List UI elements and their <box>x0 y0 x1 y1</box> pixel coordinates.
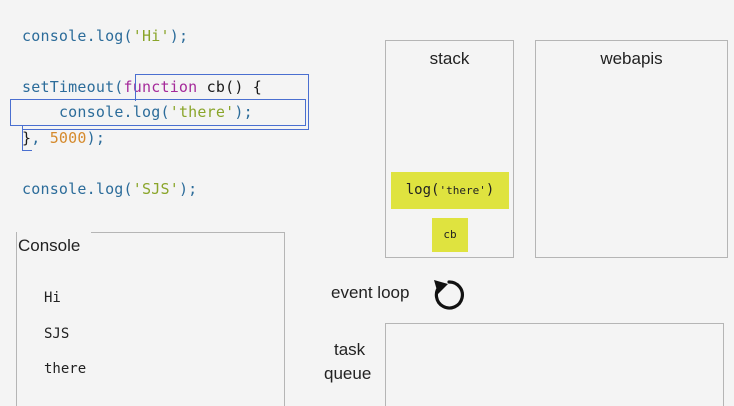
stack-frame-cb: cb <box>432 218 468 252</box>
callback-highlight-right <box>308 74 309 130</box>
webapis-panel: webapis <box>535 40 728 258</box>
frame-arg: 'there' <box>439 184 486 197</box>
task-queue-label-2: queue <box>324 364 372 383</box>
callback-highlight-bottom <box>22 129 309 130</box>
code-line-2: setTimeout(function cb() { <box>22 78 262 96</box>
code-line-5: console.log('SJS'); <box>22 180 197 198</box>
task-queue-label-1: task <box>334 340 366 359</box>
stack-title: stack <box>429 49 470 68</box>
console-line: there <box>44 361 87 377</box>
callback-highlight-top <box>135 74 309 101</box>
code-token: ); <box>86 129 106 147</box>
frame-call: log( <box>405 182 440 198</box>
refresh-loop-icon <box>434 280 464 310</box>
console-line: Hi <box>44 290 61 306</box>
event-loop-label: event loop <box>331 283 410 302</box>
current-line-highlight <box>10 99 306 126</box>
code-token: cb() { <box>197 78 263 96</box>
code-number: 5000 <box>49 129 87 147</box>
code-string: 'SJS' <box>132 180 179 198</box>
code-token: setTimeout( <box>22 78 124 96</box>
code-string: 'Hi' <box>132 27 170 45</box>
console-top-border <box>91 232 285 233</box>
code-line-1: console.log('Hi'); <box>22 27 188 45</box>
callback-highlight-brace <box>22 125 32 151</box>
code-keyword: function <box>123 78 198 96</box>
code-token: ); <box>178 180 198 198</box>
code-line-3: console.log('there'); <box>22 103 253 121</box>
code-token: console.log( <box>22 27 133 45</box>
console-title: Console <box>18 236 81 255</box>
webapis-title: webapis <box>600 49 663 68</box>
code-string: 'there' <box>169 103 235 121</box>
code-token: ); <box>169 27 189 45</box>
code-token: , <box>31 129 50 147</box>
stack-frame-log: log('there') <box>391 172 509 209</box>
stack-panel: stack log('there') cb <box>385 40 514 258</box>
console-frame <box>16 232 285 406</box>
code-line-4: }, 5000); <box>22 129 105 147</box>
frame-close: ) <box>485 182 495 198</box>
code-token: ); <box>234 103 253 121</box>
console-line: SJS <box>44 326 70 342</box>
task-queue-panel <box>385 323 724 406</box>
code-token: console.log( <box>22 180 133 198</box>
code-token: } <box>22 129 32 147</box>
code-token: console.log( <box>58 103 170 121</box>
